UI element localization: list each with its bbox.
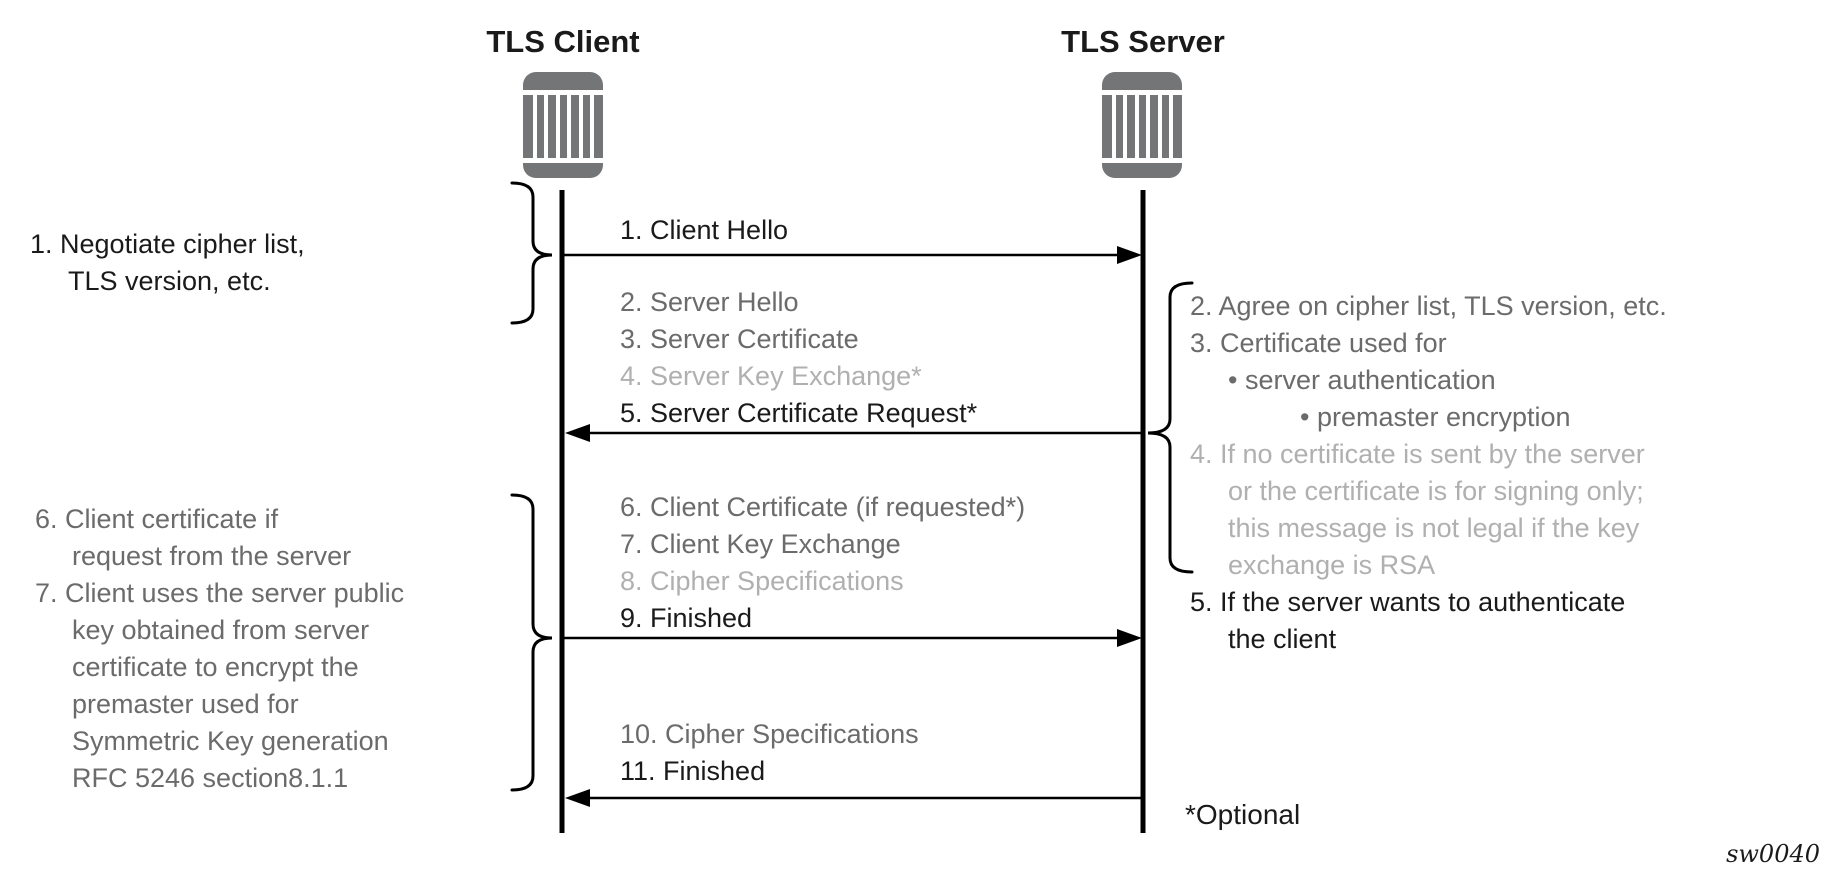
message-label: 2. Server Hello	[620, 287, 799, 317]
message-label: 7. Client Key Exchange	[620, 529, 901, 559]
message-label: 11. Finished	[620, 756, 766, 786]
footnote-optional: *Optional	[1185, 799, 1301, 830]
message-label: 9. Finished	[620, 603, 753, 633]
note-line: certificate to encrypt the	[72, 652, 359, 682]
note-line: 7. Client uses the server public	[35, 578, 405, 608]
message-arrow-server-finished	[565, 789, 1141, 807]
note-line: request from the server	[72, 541, 352, 571]
note-line: 1. Negotiate cipher list,	[30, 229, 305, 259]
actor-server-title: TLS Server	[1061, 24, 1225, 59]
message-label: 5. Server Certificate Request*	[620, 398, 978, 428]
brace-server-notes	[1147, 281, 1194, 574]
note-line: 5. If the server wants to authenticate	[1190, 587, 1626, 617]
message-arrow-server-hello	[565, 424, 1141, 442]
note-line: exchange is RSA	[1228, 550, 1436, 580]
note-line: 2. Agree on cipher list, TLS version, et…	[1190, 291, 1667, 321]
note-line: • server authentication	[1228, 365, 1496, 395]
note-line: TLS version, etc.	[68, 266, 271, 296]
server-device-icon	[1102, 72, 1182, 178]
note-line: 6. Client certificate if	[35, 504, 279, 534]
note-line: • premaster encryption	[1300, 402, 1571, 432]
note-line: RFC 5246 section8.1.1	[72, 763, 349, 793]
actor-client-title: TLS Client	[486, 24, 640, 59]
message-arrow-client-finished	[564, 629, 1142, 647]
message-label: 3. Server Certificate	[620, 324, 859, 354]
message-arrow-client-hello	[564, 246, 1142, 264]
brace-negotiate	[510, 181, 553, 325]
message-label: 4. Server Key Exchange*	[620, 361, 922, 391]
figure-code: sw0040	[1726, 840, 1820, 868]
note-line: 4. If no certificate is sent by the serv…	[1190, 439, 1645, 469]
note-line: or the certificate is for signing only;	[1228, 476, 1644, 506]
note-line: premaster used for	[72, 689, 299, 719]
note-line: the client	[1228, 624, 1337, 654]
client-device-icon	[523, 72, 603, 178]
note-line: Symmetric Key generation	[72, 726, 389, 756]
message-label: 10. Cipher Specifications	[620, 719, 919, 749]
message-label: 8. Cipher Specifications	[620, 566, 904, 596]
note-line: this message is not legal if the key	[1228, 513, 1640, 543]
brace-client-cert	[510, 493, 553, 792]
message-label: 6. Client Certificate (if requested*)	[620, 492, 1026, 522]
note-line: 3. Certificate used for	[1190, 328, 1447, 358]
message-label: 1. Client Hello	[620, 215, 789, 245]
note-line: key obtained from server	[72, 615, 370, 645]
